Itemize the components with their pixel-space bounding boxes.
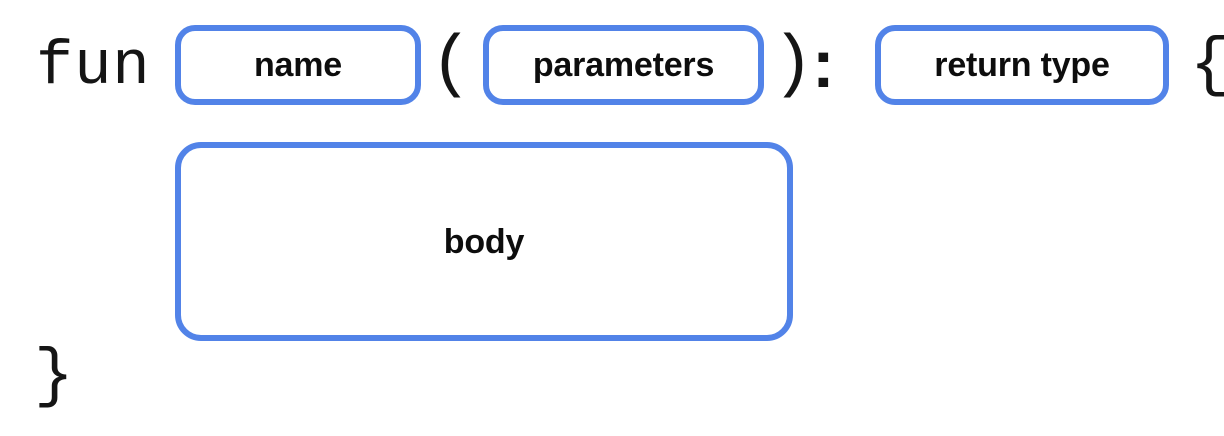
brace-open: {: [1190, 33, 1224, 99]
brace-close: }: [34, 339, 74, 414]
slot-name[interactable]: name: [175, 25, 421, 105]
paren-close: ): [772, 26, 815, 105]
colon-separator: :: [812, 26, 835, 102]
slot-body[interactable]: body: [175, 142, 793, 341]
slot-body-label: body: [443, 222, 525, 261]
slot-return-type[interactable]: return type: [875, 25, 1169, 105]
paren-open: (: [430, 26, 473, 105]
slot-parameters-label: parameters: [532, 46, 715, 84]
slot-return-type-label: return type: [934, 46, 1110, 84]
slot-name-label: name: [253, 46, 343, 84]
keyword-fun: fun: [36, 31, 151, 102]
slot-parameters[interactable]: parameters: [483, 25, 764, 105]
